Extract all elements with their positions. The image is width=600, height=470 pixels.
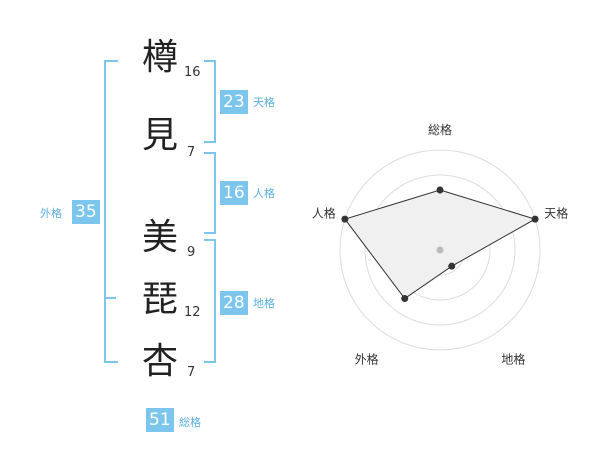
tenkaku-bracket [204, 60, 216, 143]
radar-point-3 [401, 295, 409, 303]
radar-point-4 [341, 215, 349, 223]
gaikaku-bracket-tick [104, 297, 116, 299]
radar-point-1 [531, 215, 539, 223]
radar-ring-3 [364, 174, 516, 326]
soukaku-badge: 51 [146, 408, 174, 432]
name-char-3: 美 [141, 217, 178, 258]
tenkaku-label: 天格 [253, 96, 275, 109]
name-char-4: 琵 [141, 279, 178, 320]
radar-points [341, 186, 539, 303]
radar-axis-label-4: 人格 [312, 206, 336, 221]
radar-center-dot [436, 246, 444, 254]
stroke-count-5: 7 [187, 365, 196, 380]
name-char-1: 樽 [141, 37, 178, 78]
jinkaku-badge: 16 [220, 181, 248, 205]
radar-axis-label-2: 地格 [501, 351, 525, 366]
stroke-count-4: 12 [184, 305, 201, 320]
radar-axis-label-1: 天格 [544, 206, 568, 221]
radar-axis-label-0: 総格 [428, 122, 452, 137]
chikaku-label: 地格 [253, 297, 275, 310]
gaikaku-bracket [104, 60, 118, 363]
radar-point-2 [448, 262, 456, 270]
name-char-5: 杏 [141, 341, 178, 382]
tenkaku-badge: 23 [220, 90, 248, 114]
radar-point-0 [436, 186, 444, 194]
gaikaku-label: 外格 [40, 207, 62, 220]
name-char-2: 見 [141, 115, 178, 156]
gaikaku-badge: 35 [72, 200, 100, 224]
chikaku-bracket [204, 239, 216, 363]
chikaku-badge: 28 [220, 291, 248, 315]
jinkaku-bracket [204, 152, 216, 234]
stroke-count-3: 9 [187, 245, 196, 260]
soukaku-label: 総格 [179, 416, 201, 429]
radar-axis-label-3: 外格 [355, 351, 379, 366]
jinkaku-label: 人格 [253, 187, 275, 200]
stroke-count-2: 7 [187, 145, 196, 160]
radar-series-polygon [344, 189, 537, 300]
stroke-count-1: 16 [184, 65, 201, 80]
radar-ring-4 [339, 149, 541, 351]
